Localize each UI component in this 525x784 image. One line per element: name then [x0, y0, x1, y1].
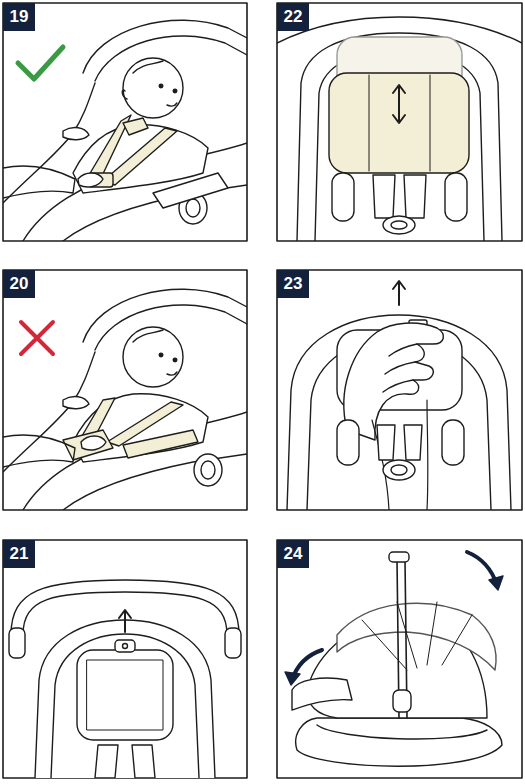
panel-correct: [3, 20, 247, 241]
panel-headrest-adjust: [277, 17, 522, 241]
callout-number: 23: [277, 270, 309, 298]
panel-incorrect: [3, 289, 247, 510]
callout-number: 21: [3, 540, 35, 568]
panel-headrest-pull: [287, 281, 511, 510]
callout-number: 22: [277, 3, 309, 31]
callout-number: 20: [3, 270, 35, 298]
callout-number: 24: [277, 540, 309, 568]
panel-frames: [3, 3, 522, 778]
panel-headrest-front: [9, 580, 241, 778]
callout-number: 19: [3, 3, 35, 31]
panel-canopy-side: [285, 552, 503, 766]
